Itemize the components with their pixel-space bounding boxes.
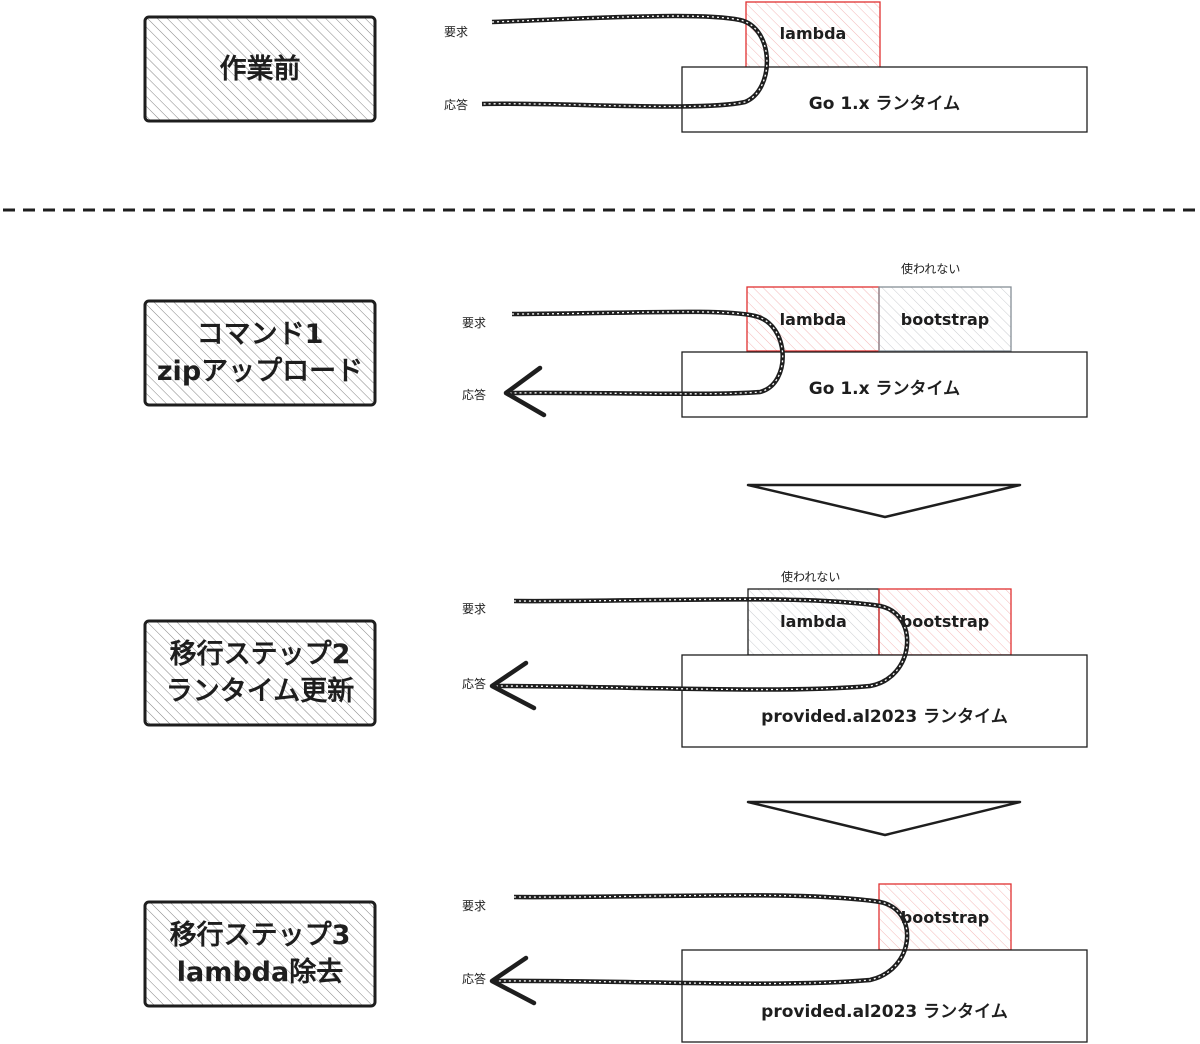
lambda-label: lambda: [779, 24, 847, 43]
unused-label: 使われない: [781, 570, 841, 584]
stage-command1: コマンド1 zipアップロード: [145, 301, 375, 405]
runtime-label: Go 1.x ランタイム: [808, 94, 961, 114]
response-label: 応答: [462, 972, 487, 986]
stage-box-before: [143, 15, 377, 123]
unused-label: 使われない: [901, 262, 961, 276]
stage-box-command1: [143, 299, 377, 407]
request-label: 要求: [462, 899, 487, 913]
stage-step2: 移行ステップ2 ランタイム更新: [145, 621, 375, 725]
runtime-label: provided.al2023 ランタイム: [761, 707, 1008, 727]
arrowhead: [489, 955, 537, 1006]
stage-label: コマンド1 zipアップロード: [156, 319, 364, 387]
runtime-label: Go 1.x ランタイム: [808, 379, 961, 399]
response-label: 応答: [444, 98, 469, 112]
runtime-box-al2023: [681, 654, 1088, 748]
stage-label: 作業前: [219, 53, 301, 85]
stage-box-step3: [143, 900, 377, 1008]
stage-before: 作業前: [145, 17, 375, 121]
lambda-label: lambda: [779, 310, 847, 329]
stage-step3: 移行ステップ3 lambda除去: [145, 902, 375, 1006]
response-label: 応答: [462, 677, 487, 691]
request-label: 要求: [462, 316, 487, 330]
bootstrap-label: bootstrap: [900, 908, 990, 927]
arrowhead: [503, 365, 547, 418]
bootstrap-label: bootstrap: [900, 310, 990, 329]
stage-box-step2: [143, 619, 377, 727]
lambda-label: lambda: [780, 612, 847, 631]
bootstrap-label: bootstrap: [900, 612, 990, 631]
runtime-box-al2023: [681, 949, 1088, 1043]
stage-label: 移行ステップ3 lambda除去: [169, 920, 351, 988]
request-response-path: [507, 309, 785, 397]
lambda-box: [746, 286, 880, 352]
transition-arrow: [746, 800, 1022, 837]
transition-arrow: [746, 483, 1022, 519]
response-label: 応答: [462, 388, 487, 402]
runtime-label: provided.al2023 ランタイム: [761, 1002, 1008, 1022]
request-label: 要求: [444, 25, 469, 39]
runtime-box-go: [681, 351, 1088, 418]
request-label: 要求: [462, 602, 487, 616]
bootstrap-box: [878, 588, 1012, 656]
bootstrap-box-unused: [878, 286, 1012, 352]
stage-label: 移行ステップ2 ランタイム更新: [165, 639, 355, 707]
arrowhead: [489, 660, 537, 711]
